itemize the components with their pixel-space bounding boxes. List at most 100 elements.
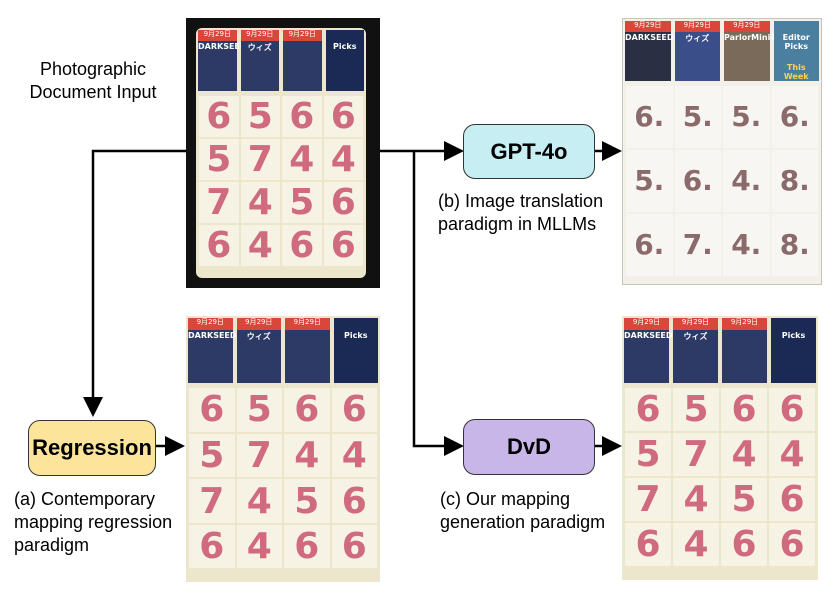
digit: 5	[199, 139, 239, 180]
digit: 4	[240, 182, 280, 223]
digit: 4	[240, 225, 280, 266]
digit: 6	[323, 96, 363, 137]
reg-header-cell: 9月29日ウィズ	[236, 318, 281, 384]
digit: 6.	[626, 213, 673, 276]
header-title: Picks	[344, 331, 368, 341]
digit: 7.	[674, 213, 721, 276]
digit: 6.	[674, 149, 721, 212]
digit: 4.	[723, 149, 770, 212]
input-caption-line-1: Photographic	[39, 59, 147, 79]
gpt-output-digit-grid: 6. 5. 5. 6. 5. 6. 4. 8. 6. 7. 4. 8.	[623, 83, 821, 279]
dvd-header-cell: Picks	[771, 318, 816, 383]
header-title: ウィズ	[683, 331, 708, 341]
digit: 5.	[626, 149, 673, 212]
digit: 6	[284, 524, 330, 569]
digit: 6	[721, 523, 767, 567]
header-label: 9月29日	[625, 21, 671, 32]
arrow-input-to-dvd	[412, 151, 464, 456]
header-label: 9月29日	[674, 21, 720, 32]
digit: 4	[282, 139, 322, 180]
header-title: DARKSEED	[625, 32, 674, 42]
header-title: ウィズ	[685, 33, 710, 43]
caption-b-line-1: (b) Image translation	[438, 191, 604, 211]
digit: 6	[331, 524, 377, 569]
caption-c-line-2: generation paradigm	[440, 512, 606, 532]
digit: 4.	[723, 213, 770, 276]
input-header-cell: Picks	[325, 30, 364, 91]
digit: 6	[625, 387, 671, 431]
header-label: 9月29日	[673, 318, 718, 330]
digit: 5	[625, 432, 671, 477]
digit: 6.	[771, 85, 818, 148]
digit: 7	[236, 433, 282, 478]
digit: 6	[199, 96, 239, 137]
digit: 6	[331, 388, 377, 432]
input-caption: Photographic Document Input	[18, 58, 168, 104]
digit: 5	[240, 96, 280, 137]
input-digit-grid: 6 5 6 6 5 7 4 4 7 4 5 6 6 4 6 6	[196, 93, 366, 268]
digit: 7	[199, 182, 239, 223]
digit: 6	[769, 387, 815, 431]
dvd-output-digit-grid: 6 5 6 6 5 7 4 4 7 4 5 6 6 4 6 6	[622, 385, 818, 570]
header-label: 9月29日	[188, 318, 233, 330]
dvd-box: DvD	[463, 419, 595, 475]
digit: 6.	[626, 85, 673, 148]
header-footer: This Week	[783, 62, 809, 81]
caption-a: (a) Contemporary mapping regression para…	[14, 488, 184, 557]
input-header-cell: 9月29日ウィズ	[240, 30, 279, 91]
caption-c: (c) Our mapping generation paradigm	[440, 488, 630, 534]
digit: 8.	[771, 213, 818, 276]
digit: 4	[236, 479, 282, 523]
digit: 6	[769, 478, 815, 522]
dvd-label: DvD	[506, 434, 551, 459]
header-title: DARKSEED	[198, 42, 247, 52]
dvd-header-cell: 9月29日	[722, 318, 767, 383]
caption-a-line-3: paradigm	[14, 535, 90, 555]
digit: 6	[282, 96, 322, 137]
digit: 4	[323, 139, 363, 180]
caption-c-line-1: (c) Our mapping	[440, 489, 571, 509]
header-title: ウィズ	[246, 332, 271, 342]
digit: 8.	[771, 149, 818, 212]
digit: 7	[189, 479, 235, 523]
digit: 4	[673, 478, 719, 522]
digit: 5	[189, 433, 235, 478]
header-label: 9月29日	[624, 318, 669, 330]
header-label: 9月29日	[285, 318, 330, 330]
header-title: Picks	[781, 330, 806, 340]
digit: 6	[323, 225, 363, 266]
digit: 4	[284, 433, 330, 478]
digit: 7	[240, 139, 280, 180]
header-title: DARKSEED	[624, 330, 673, 340]
reg-header-cell: 9月29日	[285, 318, 330, 384]
digit: 6	[189, 524, 235, 569]
digit: 4	[769, 432, 815, 477]
digit: 7	[673, 432, 719, 477]
header-label: 9月29日	[722, 318, 767, 330]
digit: 4	[721, 432, 767, 477]
header-title: ウィズ	[247, 43, 272, 53]
dvd-header-cell: 9月29日ウィズ	[673, 318, 718, 383]
digit: 6	[625, 523, 671, 567]
digit: 5.	[674, 85, 721, 148]
gpt-header-cell: 9月29日ウィズ	[674, 21, 720, 81]
header-label: 9月29日	[236, 318, 281, 330]
digit: 6	[721, 387, 767, 431]
digit: 4	[673, 523, 719, 567]
digit: 5	[282, 182, 322, 223]
digit: 6	[323, 182, 363, 223]
arrow-input-to-regression	[83, 149, 186, 417]
gpt-4o-box: GPT-4o	[463, 124, 595, 179]
digit: 5.	[723, 85, 770, 148]
